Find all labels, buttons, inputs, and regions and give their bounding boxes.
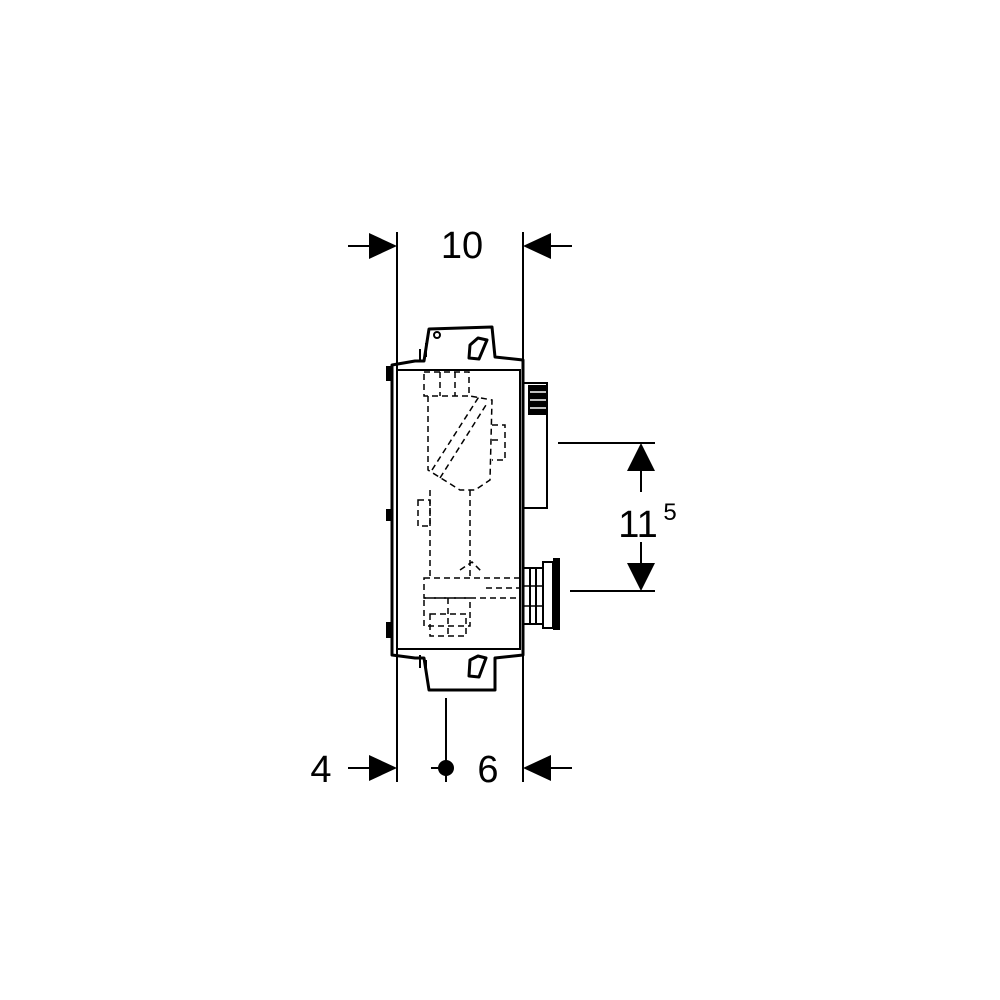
top-width-label: 10 xyxy=(441,225,483,267)
top-left-arrow xyxy=(369,233,397,259)
bottom-right-arrow xyxy=(523,755,551,781)
hidden-valve-internals xyxy=(417,371,521,637)
top-width-dimension: 10 xyxy=(348,225,572,267)
height-dimension: 11 5 xyxy=(618,443,677,591)
bottom-left-arrow xyxy=(369,755,397,781)
height-superscript-label: 5 xyxy=(663,499,676,526)
outlet-connector xyxy=(522,558,560,630)
bottom-left-label: 4 xyxy=(310,749,331,791)
installation-housing xyxy=(386,325,525,692)
height-top-arrow xyxy=(627,443,655,471)
center-point-marker xyxy=(438,760,454,776)
bottom-right-label: 6 xyxy=(477,749,498,791)
front-plate xyxy=(522,382,548,509)
top-right-arrow xyxy=(523,233,551,259)
height-bottom-arrow xyxy=(627,563,655,591)
bottom-dimensions: 4 6 xyxy=(310,749,572,791)
height-main-label: 11 xyxy=(618,504,657,546)
